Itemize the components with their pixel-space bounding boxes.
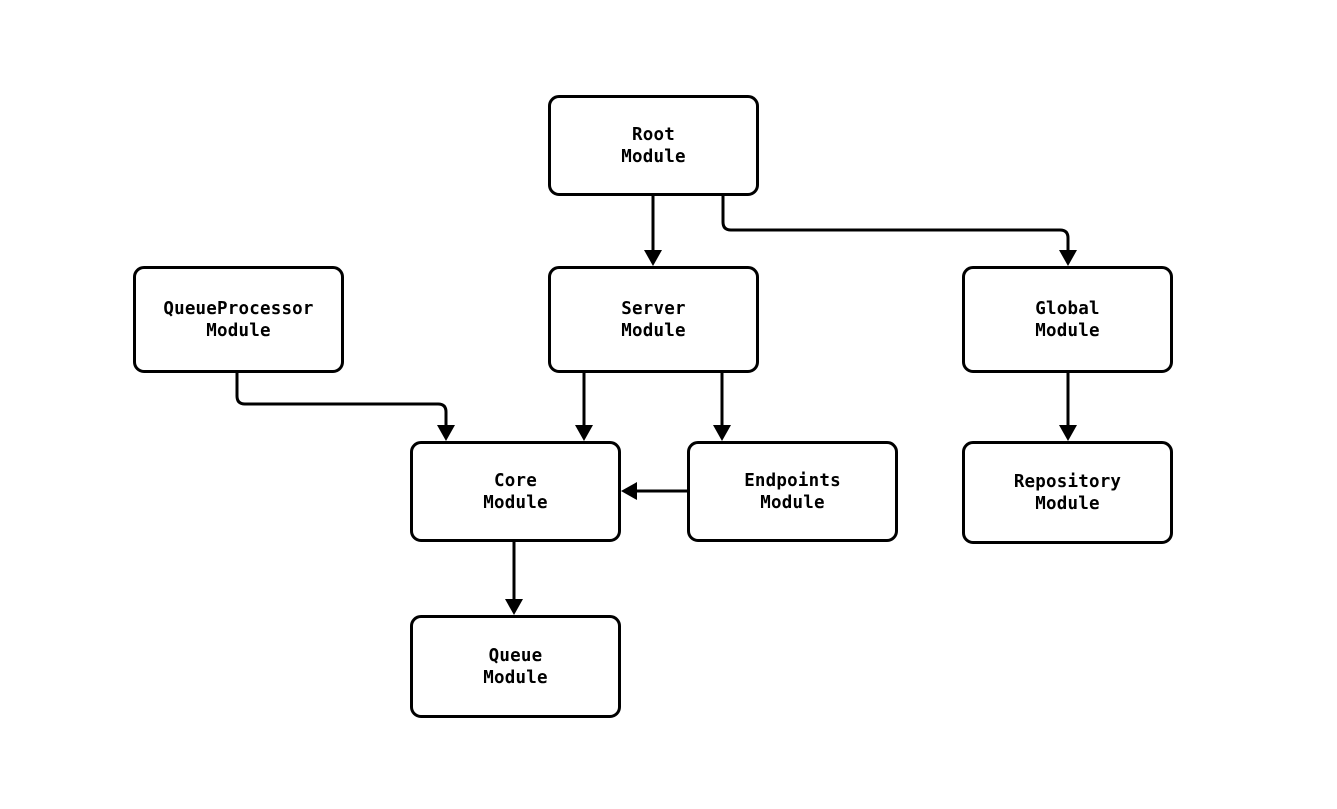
node-endpoints-module[interactable]: Endpoints Module [687,441,898,542]
node-queueprocessor-module-label: QueueProcessor Module [163,298,314,341]
node-server-module-label: Server Module [621,298,686,341]
node-repository-module-label: Repository Module [1013,471,1122,514]
node-root-module-label: Root Module [621,124,686,167]
node-queue-module[interactable]: Queue Module [410,615,621,718]
connector-queueprocessor-to-core [235,373,448,433]
arrowhead-core-to-queue [505,599,523,615]
node-server-module[interactable]: Server Module [548,266,759,373]
node-root-module[interactable]: Root Module [548,95,759,196]
arrowhead-server-to-endpoints [713,425,731,441]
arrowhead-root-to-server [644,250,662,266]
node-queueprocessor-module[interactable]: QueueProcessor Module [133,266,344,373]
node-endpoints-module-label: Endpoints Module [744,470,841,513]
node-queue-module-label: Queue Module [483,645,548,688]
connector-root-to-global [721,196,1070,258]
node-global-module[interactable]: Global Module [962,266,1173,373]
node-core-module[interactable]: Core Module [410,441,621,542]
node-global-module-label: Global Module [1035,298,1100,341]
arrowhead-server-to-core [575,425,593,441]
arrowhead-queueprocessor-to-core [437,425,455,441]
arrowhead-endpoints-to-core [621,482,637,500]
node-core-module-label: Core Module [483,470,548,513]
arrowhead-root-to-global [1059,250,1077,266]
node-repository-module[interactable]: Repository Module [962,441,1173,544]
arrowhead-global-to-repository [1059,425,1077,441]
